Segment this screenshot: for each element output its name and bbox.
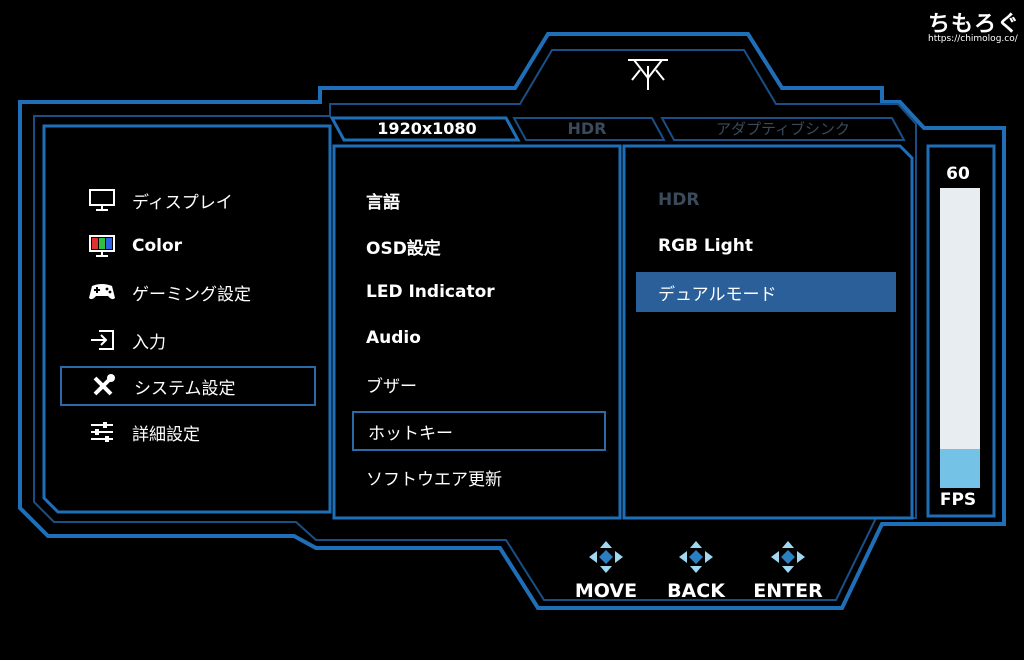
menu-item-label: ホットキー [368, 423, 453, 444]
menu-item-label: ブザー [366, 376, 417, 397]
menu-item-label: ディスプレイ [132, 192, 233, 213]
nav-label: MOVE [574, 580, 638, 602]
menu-item-language[interactable]: 言語 [352, 180, 606, 220]
dpad-icon [771, 541, 805, 573]
option-label: RGB Light [658, 236, 753, 256]
input-icon [88, 328, 116, 352]
brand-logo-icon [628, 59, 668, 90]
menu-item-audio[interactable]: Audio [352, 318, 606, 358]
middle-panel-frame [332, 144, 622, 520]
monitor-icon [88, 188, 116, 212]
tab-adaptive-sync[interactable]: アダプティブシンク [715, 120, 851, 138]
menu-item-label: ソフトウエア更新 [366, 469, 502, 490]
tools-icon [90, 374, 118, 398]
watermark-logo: ちもろぐ [928, 12, 1021, 37]
nav-enter-button[interactable]: ENTER [748, 540, 828, 602]
gamepad-icon [88, 280, 116, 304]
menu-item-label: システム設定 [134, 378, 236, 399]
option-label: HDR [658, 190, 700, 210]
menu-item-buzzer[interactable]: ブザー [352, 364, 606, 404]
tab-hdr[interactable]: HDR [567, 119, 607, 138]
option-rgb-light[interactable]: RGB Light [636, 226, 896, 266]
option-hdr[interactable]: HDR [636, 180, 896, 220]
fps-gauge-fill [940, 449, 980, 488]
right-panel-frame [622, 144, 914, 520]
fps-gauge [940, 188, 980, 488]
fps-label: FPS [939, 490, 977, 510]
menu-item-software-update[interactable]: ソフトウエア更新 [352, 457, 606, 497]
fps-value: 60 [946, 164, 970, 184]
tab-resolution[interactable]: 1920x1080 [377, 119, 477, 138]
option-dual-mode[interactable]: デュアルモード [636, 272, 896, 312]
menu-item-label: 言語 [366, 192, 400, 213]
dpad-icon [589, 541, 623, 573]
menu-item-color[interactable]: Color [60, 226, 316, 266]
nav-label: BACK [667, 580, 725, 602]
outer-frame [18, 32, 1006, 610]
menu-item-osd-settings[interactable]: OSD設定 [352, 226, 606, 266]
left-panel-frame [42, 124, 332, 514]
tab-res-frame [329, 116, 521, 142]
menu-item-system-settings[interactable]: システム設定 [60, 366, 316, 406]
menu-item-gaming[interactable]: ゲーミング設定 [60, 272, 316, 312]
menu-item-led-indicator[interactable]: LED Indicator [352, 272, 606, 312]
nav-label: ENTER [753, 580, 823, 602]
menu-item-label: Color [132, 236, 183, 256]
menu-item-label: 入力 [132, 332, 166, 353]
dpad-icon [679, 541, 713, 573]
menu-item-input[interactable]: 入力 [60, 320, 316, 360]
color-icon [88, 234, 116, 258]
inner-frame [33, 49, 917, 601]
fps-frame [926, 144, 996, 518]
option-label: デュアルモード [658, 284, 777, 305]
nav-move-button[interactable]: MOVE [566, 540, 646, 602]
menu-item-advanced[interactable]: 詳細設定 [60, 412, 316, 452]
watermark-url: https://chimolog.co/ [928, 34, 1018, 44]
menu-item-hotkey[interactable]: ホットキー [352, 411, 606, 451]
sliders-icon [88, 420, 116, 444]
menu-item-label: Audio [366, 328, 421, 348]
menu-item-label: OSD設定 [366, 238, 441, 259]
menu-item-label: ゲーミング設定 [132, 284, 251, 305]
menu-item-label: LED Indicator [366, 282, 495, 302]
menu-item-label: 詳細設定 [132, 424, 200, 445]
menu-item-display[interactable]: ディスプレイ [60, 180, 316, 220]
nav-back-button[interactable]: BACK [656, 540, 736, 602]
tab-hdr-frame [512, 117, 666, 141]
tab-adapt-frame [660, 117, 906, 141]
